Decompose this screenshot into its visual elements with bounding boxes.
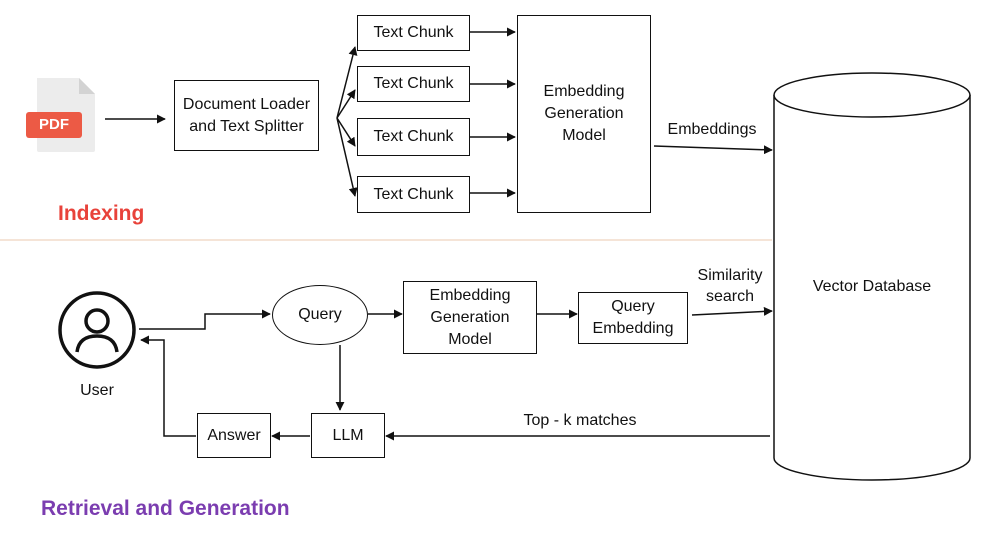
query-embedding-box: Query Embedding [578, 292, 688, 344]
arrow-loader-to-chunk-2 [336, 89, 356, 119]
text-chunk-box-1: Text Chunk [357, 15, 470, 51]
arrow-query-embedding-to-db [691, 306, 773, 316]
text-chunk-box-4: Text Chunk [357, 176, 470, 213]
query-ellipse: Query [272, 285, 368, 345]
arrow-user-to-query [139, 309, 271, 330]
similarity-search-label: Similarity search [697, 267, 763, 305]
answer-box: Answer [197, 413, 271, 458]
llm-box: LLM [311, 413, 385, 458]
arrow-loader-to-chunk-4 [336, 117, 358, 197]
user-icon [57, 290, 137, 370]
vector-database-label: Vector Database [812, 278, 932, 295]
document-loader-box: Document Loader and Text Splitter [174, 80, 319, 151]
arrow-embeddings-to-db [653, 145, 773, 155]
pdf-file-icon: PDF [23, 76, 99, 154]
pdf-icon-label: PDF [39, 116, 69, 133]
arrow-loader-to-chunk-1 [336, 46, 358, 119]
arrow-loader-to-chunk-3 [336, 117, 356, 147]
embedding-model-box-retrieval: Embedding Generation Model [403, 281, 537, 354]
embedding-model-box-indexing: Embedding Generation Model [517, 15, 651, 213]
user-label: User [80, 382, 114, 399]
arrow-answer-to-user [140, 335, 196, 437]
text-chunk-box-2: Text Chunk [357, 66, 470, 102]
indexing-section-title: Indexing [58, 202, 145, 225]
embeddings-label: Embeddings [667, 121, 757, 138]
retrieval-section-title: Retrieval and Generation [41, 497, 290, 520]
text-chunk-box-3: Text Chunk [357, 118, 470, 156]
top-k-matches-label: Top - k matches [523, 412, 637, 429]
